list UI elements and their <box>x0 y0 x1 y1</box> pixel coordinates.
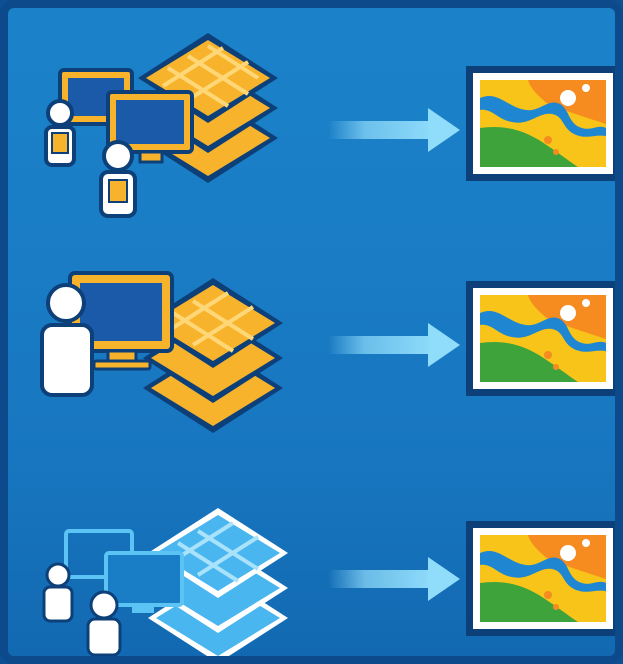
output-map-icon <box>466 66 615 181</box>
workflow-row-desktop <box>8 243 615 443</box>
arrow-icon <box>328 108 460 152</box>
users-icon <box>44 99 137 218</box>
map-layers-icon <box>143 278 283 433</box>
workflow-row-enterprise <box>8 28 615 228</box>
workflow-row-online <box>8 463 615 656</box>
arrow-icon <box>328 323 460 367</box>
output-map-icon <box>466 281 615 396</box>
online-workflow-graphic <box>42 508 615 656</box>
enterprise-workflow-graphic <box>44 33 615 218</box>
desktop-monitor-icon <box>68 271 174 371</box>
desktop-monitors-icon <box>58 68 194 164</box>
user-icon <box>40 283 94 397</box>
arrow-icon <box>328 557 460 601</box>
desktop-monitors-icon <box>64 529 184 613</box>
output-map-icon <box>466 521 615 636</box>
desktop-workflow-graphic <box>40 271 615 433</box>
users-icon <box>42 562 122 656</box>
